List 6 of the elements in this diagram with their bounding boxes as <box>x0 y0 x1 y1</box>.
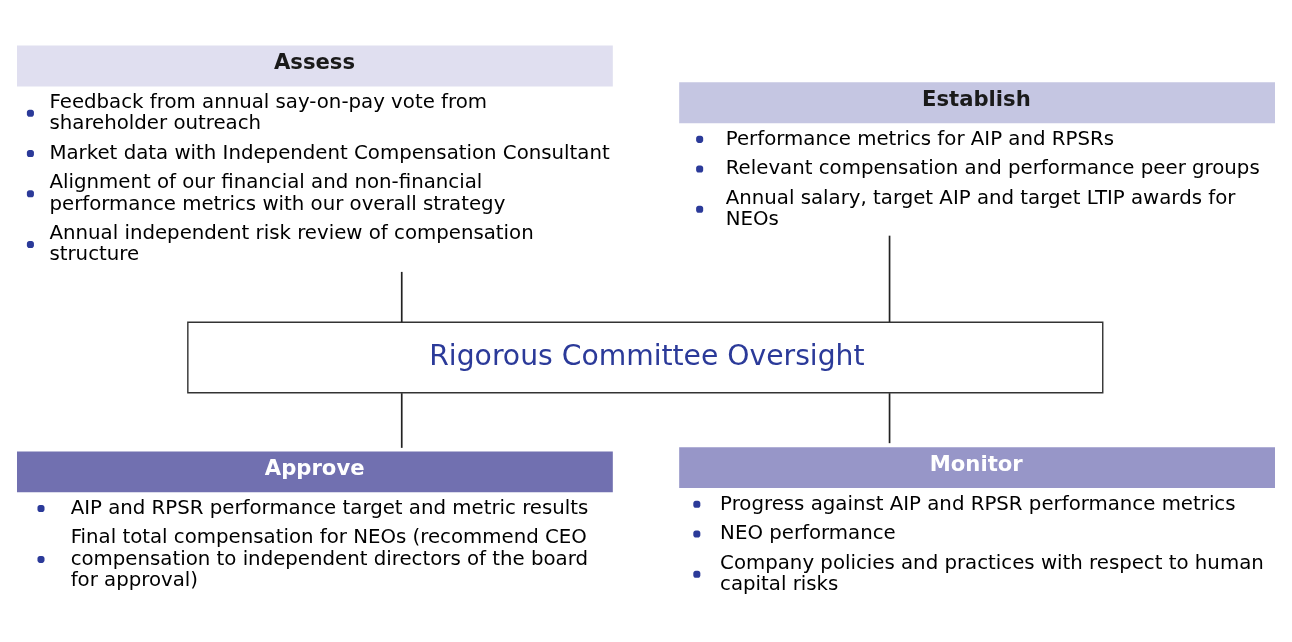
connector <box>888 391 891 444</box>
node-label: compensation to independent directors of the board for approval) <box>70 546 589 591</box>
connector <box>400 270 403 323</box>
node-box: Rigorous Committee Oversight <box>187 321 1104 393</box>
connector <box>400 391 403 449</box>
connector <box>888 234 891 323</box>
